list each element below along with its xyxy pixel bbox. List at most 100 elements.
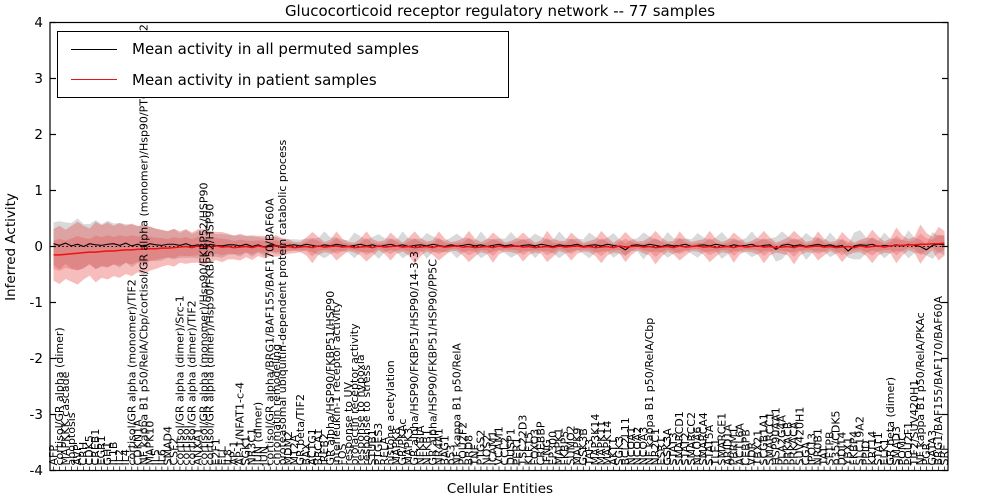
x-axis-label: Cellular Entities (446, 481, 554, 497)
svg-text:CRH: CRH (77, 442, 90, 466)
svg-text:GR beta/TIF2: GR beta/TIF2 (294, 394, 307, 465)
svg-text:4: 4 (34, 15, 43, 31)
svg-text:IL8: IL8 (222, 449, 235, 465)
svg-text:GR beta (dimer): GR beta (dimer) (884, 377, 897, 466)
svg-text:-1: -1 (30, 295, 43, 311)
svg-text:chromatin remodeling: chromatin remodeling (270, 344, 283, 466)
svg-text:cortisol/GR alpha (monomer)/TI: cortisol/GR alpha (monomer)/TIF2 (125, 279, 138, 465)
svg-text:NFKBIA: NFKBIA (414, 425, 427, 466)
svg-text:ACTL6A: ACTL6A (733, 423, 746, 466)
svg-text:histone acetylation: histone acetylation (384, 360, 397, 465)
svg-text:MAPK14: MAPK14 (601, 421, 614, 466)
y-axis-label: Inferred Activity (3, 193, 19, 301)
svg-text:BAX: BAX (300, 442, 313, 465)
svg-text:GR alpha/HSP90/FKBP51/HSP90/PP: GR alpha/HSP90/FKBP51/HSP90/PP5C (426, 259, 439, 466)
x-ticks (53, 466, 945, 471)
svg-text:JUN (dimer): JUN (dimer) (252, 402, 265, 467)
svg-text:SLC19A2: SLC19A2 (854, 416, 867, 465)
svg-text:EP300: EP300 (547, 431, 560, 466)
svg-text:ACTG1: ACTG1 (306, 428, 319, 465)
svg-text:IL2: IL2 (113, 449, 126, 465)
svg-text:PTGES3: PTGES3 (372, 423, 385, 466)
svg-text:GSK3A: GSK3A (661, 428, 674, 466)
svg-text:IPO13: IPO13 (806, 433, 819, 466)
legend-item-permuted: Mean activity in all permuted samples (71, 40, 508, 58)
svg-text:cortisol/GR alpha (monomer)/Hs: cortisol/GR alpha (monomer)/Hsp90/FKBP52… (198, 183, 211, 466)
svg-text:SFTPB: SFTPB (824, 431, 837, 465)
svg-text:MAPK11: MAPK11 (595, 421, 608, 466)
svg-text:PER1: PER1 (511, 437, 524, 465)
permuted-line-swatch (71, 48, 117, 50)
svg-text:NCOA2: NCOA2 (631, 427, 644, 466)
svg-text:TBX21: TBX21 (751, 430, 764, 467)
svg-text:SRF: SRF (938, 445, 951, 466)
svg-text:TNF: TNF (468, 444, 481, 466)
svg-text:AVP: AVP (71, 444, 84, 465)
svg-text:CSF2: CSF2 (167, 438, 180, 466)
svg-text:NCOA6: NCOA6 (691, 427, 704, 466)
svg-text:cortisol/GR alpha (dimer)/Hsp9: cortisol/GR alpha (dimer)/Hsp90/FKBP52/H… (204, 204, 217, 466)
svg-text:NCOA3: NCOA3 (637, 427, 650, 466)
svg-text:PTGS2: PTGS2 (474, 430, 487, 466)
svg-text:KLF15: KLF15 (523, 432, 536, 466)
svg-text:CCL2: CCL2 (499, 437, 512, 466)
svg-text:STAT2: STAT2 (679, 432, 692, 465)
svg-text:GR alpha/HSP90/FKBP51/HSP90/14: GR alpha/HSP90/FKBP51/HSP90/14-3-3 (408, 251, 421, 465)
svg-text:TSC22D3: TSC22D3 (517, 415, 530, 467)
svg-text:YBX1: YBX1 (842, 437, 855, 467)
svg-text:VCAM1: VCAM1 (493, 426, 506, 465)
svg-text:STAT1: STAT1 (872, 432, 885, 465)
svg-text:STUB1: STUB1 (366, 429, 379, 465)
svg-text:CEBPB: CEBPB (739, 429, 752, 465)
svg-text:MAPK8: MAPK8 (390, 428, 403, 466)
svg-text:SMARCC2: SMARCC2 (685, 412, 698, 465)
svg-text:GR/PKAc: GR/PKAc (396, 419, 409, 466)
svg-text:0: 0 (34, 239, 43, 255)
svg-text:p53: p53 (444, 445, 457, 466)
svg-text:SMAD3: SMAD3 (890, 426, 903, 465)
svg-text:AP-1/NFAT1-c-4: AP-1/NFAT1-c-4 (234, 382, 247, 466)
svg-text:CGA: CGA (800, 441, 813, 465)
svg-text:SUMO2: SUMO2 (565, 425, 578, 465)
patient-band (53, 221, 945, 285)
svg-text:ICAM1: ICAM1 (486, 431, 499, 466)
svg-text:SGK1: SGK1 (240, 436, 253, 466)
svg-text:GATA3: GATA3 (926, 430, 939, 466)
chart-title: Glucocorticoid receptor regulatory netwo… (284, 2, 716, 20)
svg-text:BAG1: BAG1 (438, 435, 451, 465)
svg-text:AP-1: AP-1 (228, 441, 241, 466)
svg-text:proteasomal ubiquitin-dependen: proteasomal ubiquitin-dependent protein … (276, 140, 289, 466)
svg-text:MAPKKK cascade: MAPKKK cascade (59, 371, 72, 465)
legend-label-permuted: Mean activity in all permuted samples (132, 40, 419, 59)
svg-text:response to UV: response to UV (342, 381, 355, 465)
svg-text:SMARCE1: SMARCE1 (715, 413, 728, 466)
patient-mean-line (53, 242, 945, 256)
svg-text:SCGB1A1: SCGB1A1 (757, 413, 770, 465)
svg-text:SMARCA4: SMARCA4 (697, 412, 710, 465)
svg-text:ANXA1: ANXA1 (191, 428, 204, 466)
svg-text:SUV420H1: SUV420H1 (794, 407, 807, 466)
svg-text:NF kappa B1 p50/RelA/Cbp/corti: NF kappa B1 p50/RelA/Cbp/cortisol/GR alp… (137, 24, 150, 465)
svg-text:AKT1: AKT1 (607, 438, 620, 466)
svg-text:DDIT4: DDIT4 (836, 432, 849, 466)
legend-label-patient: Mean activity in patient samples (132, 70, 377, 89)
svg-text:NCOA1: NCOA1 (625, 427, 638, 466)
svg-text:cortisol/GR alpha (dimer)/Src-: cortisol/GR alpha (dimer)/Src-1 (173, 295, 186, 465)
legend-item-patient: Mean activity in patient samples (71, 71, 508, 89)
svg-text:GSK3B: GSK3B (577, 428, 590, 465)
svg-text:MAPK10: MAPK10 (143, 421, 156, 466)
svg-text:TAF3: TAF3 (583, 439, 596, 467)
svg-text:TLE1: TLE1 (709, 439, 722, 467)
svg-text:ELK1: ELK1 (878, 438, 891, 465)
svg-text:NF kappa B1 p50/RelA/Cbp: NF kappa B1 p50/RelA/Cbp (643, 318, 656, 466)
svg-text:STAT5A: STAT5A (703, 424, 716, 465)
svg-text:CDKN1A: CDKN1A (131, 419, 144, 466)
svg-text:SMARCC1: SMARCC1 (763, 412, 776, 465)
svg-text:prolactin receptor activity: prolactin receptor activity (348, 323, 361, 466)
svg-text:ESR1: ESR1 (655, 437, 668, 466)
svg-text:SMAD4: SMAD4 (161, 426, 174, 465)
svg-text:TAT: TAT (818, 446, 831, 467)
svg-text:NF kappa B1 p50/RelA/PKAc: NF kappa B1 p50/RelA/PKAc (914, 312, 927, 465)
svg-text:PPID: PPID (860, 441, 873, 466)
